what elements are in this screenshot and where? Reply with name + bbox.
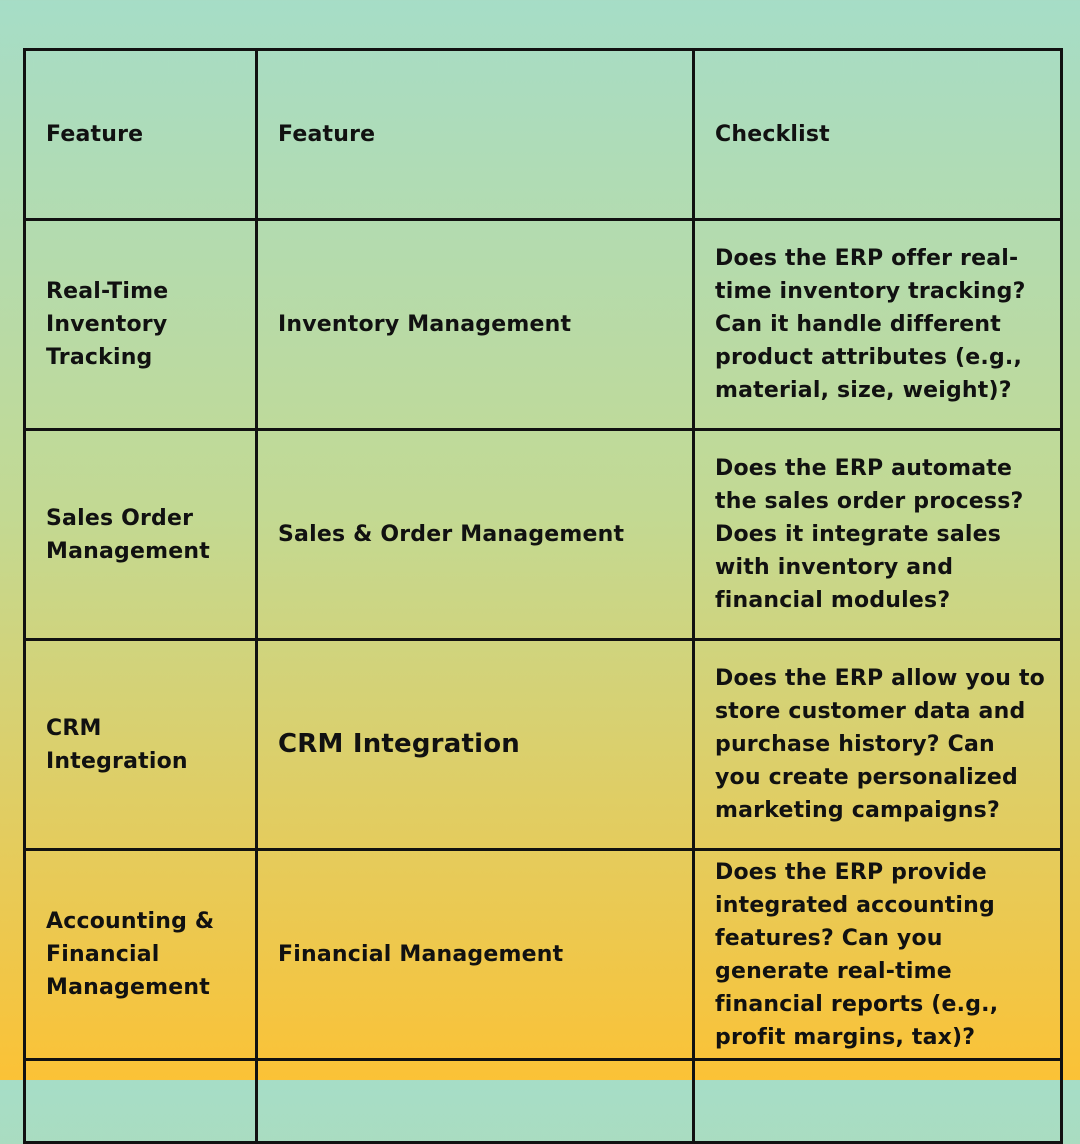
header-feature: Feature xyxy=(23,48,258,221)
feature-cell: Real-Time Inventory Tracking xyxy=(23,218,258,431)
feature-cell: Accounting & Financial Management xyxy=(23,848,258,1061)
feature-cell: CRM Integration xyxy=(23,638,258,851)
table-row: Accounting & Financial Management Financ… xyxy=(23,848,1063,1061)
feature-cell: Sales Order Management xyxy=(23,428,258,641)
table-row: Real-Time Inventory Tracking Inventory M… xyxy=(23,218,1063,431)
header-checklist: Checklist xyxy=(692,48,1063,221)
checklist-cell: Does the ERP provide integrated accounti… xyxy=(692,848,1063,1061)
feature-cell-empty xyxy=(23,1058,258,1144)
header-feature-module: Feature xyxy=(255,48,695,221)
table-row: Sales Order Management Sales & Order Man… xyxy=(23,428,1063,641)
table-row-partial xyxy=(23,1058,1063,1144)
table-row: CRM Integration CRM Integration Does the… xyxy=(23,638,1063,851)
erp-feature-table: Feature Feature Checklist Real-Time Inve… xyxy=(23,48,1063,1144)
checklist-cell: Does the ERP offer real-time inventory t… xyxy=(692,218,1063,431)
module-cell-empty xyxy=(255,1058,695,1144)
checklist-cell: Does the ERP automate the sales order pr… xyxy=(692,428,1063,641)
table-header-row: Feature Feature Checklist xyxy=(23,48,1063,221)
module-cell: Inventory Management xyxy=(255,218,695,431)
module-cell: Financial Management xyxy=(255,848,695,1061)
checklist-cell: Does the ERP allow you to store customer… xyxy=(692,638,1063,851)
checklist-cell-empty xyxy=(692,1058,1063,1144)
module-cell: Sales & Order Management xyxy=(255,428,695,641)
module-cell: CRM Integration xyxy=(255,638,695,851)
